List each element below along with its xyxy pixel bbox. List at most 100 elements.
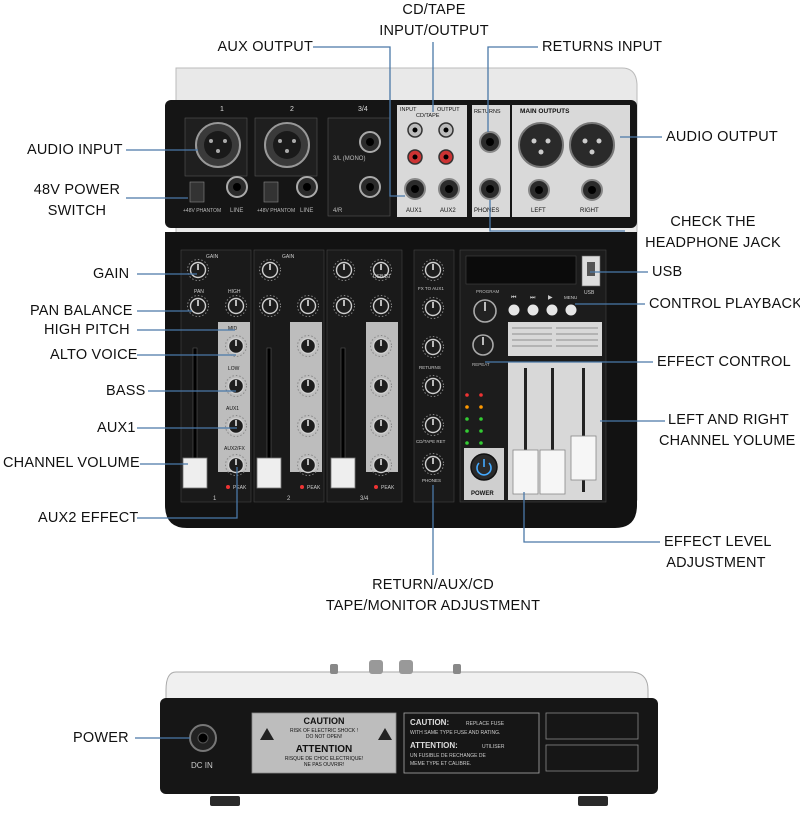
high-knob-2[interactable] bbox=[297, 295, 319, 317]
caution-sub1: RISK OF ELECTRIC SHOCK ! bbox=[290, 728, 358, 734]
aux1-label-1: AUX1 bbox=[226, 406, 239, 412]
low-label-1: LOW bbox=[228, 366, 240, 372]
high-knob-1[interactable] bbox=[225, 295, 247, 317]
label-power: POWER bbox=[73, 730, 129, 746]
usb-port-label: USB bbox=[584, 290, 595, 296]
effects-display bbox=[465, 255, 577, 285]
gain-knob-2[interactable] bbox=[259, 259, 281, 281]
aux2fx-label-1: AUX2/FX bbox=[224, 446, 246, 452]
attention2-title: ATTENTION: bbox=[410, 741, 458, 750]
pan-label-1: PAN bbox=[194, 289, 204, 295]
returns-section bbox=[472, 105, 510, 217]
mixer-top-view: 1 2 3/4 +48V PHANTOM +48V PHANTOM LINE L… bbox=[165, 67, 638, 528]
blank-label-1 bbox=[545, 712, 639, 740]
fx-to-aux1-knob[interactable] bbox=[422, 259, 444, 281]
usb-bt-knob[interactable] bbox=[370, 259, 392, 281]
label-cd-tape-2: INPUT/OUTPUT bbox=[379, 23, 489, 39]
svg-text:▶: ▶ bbox=[548, 295, 553, 301]
phantom-switch-1[interactable] bbox=[189, 181, 205, 203]
high-knob-34[interactable] bbox=[370, 295, 392, 317]
aux2fx-master-knob[interactable] bbox=[422, 297, 444, 319]
label-channel-volume: CHANNEL VOLUME bbox=[3, 455, 140, 471]
label-effect-control: EFFECT CONTROL bbox=[657, 354, 791, 370]
output-header: OUTPUT bbox=[437, 107, 460, 113]
label-cd-tape-1: CD/TAPE bbox=[402, 2, 466, 18]
label-high-pitch: HIGH PITCH bbox=[44, 322, 130, 338]
low-knob-2[interactable] bbox=[297, 375, 319, 397]
knob-group[interactable] bbox=[187, 259, 444, 476]
returns-knob[interactable] bbox=[422, 375, 444, 397]
aux1-knob-34[interactable] bbox=[370, 415, 392, 437]
low-knob-34[interactable] bbox=[370, 375, 392, 397]
caution2-title: CAUTION: bbox=[410, 718, 449, 727]
fader-effect-level bbox=[512, 449, 539, 495]
usb-bt-label: USB/BT bbox=[373, 274, 391, 280]
label-aux1: AUX1 bbox=[97, 420, 136, 436]
aux1-jack-label: AUX1 bbox=[406, 208, 422, 214]
xlr-out-right[interactable] bbox=[569, 122, 615, 168]
ch1-bottom-label: 1 bbox=[213, 496, 217, 502]
attention2-text2: UN FUSIBLE DE RECHANGE DE bbox=[410, 753, 487, 759]
right-label: RIGHT bbox=[580, 208, 599, 214]
label-alto-voice: ALTO VOICE bbox=[50, 347, 138, 363]
peak-1: PEAK bbox=[233, 485, 247, 491]
aux1-knob-1[interactable] bbox=[225, 415, 247, 437]
aux1-knob-2[interactable] bbox=[297, 415, 319, 437]
label-audio-output: AUDIO OUTPUT bbox=[666, 129, 778, 145]
playback-buttons[interactable]: ⏮ ⏭ ▶ bbox=[508, 295, 577, 316]
peak-34: PEAK bbox=[381, 485, 395, 491]
aux2fx-knob-2[interactable] bbox=[297, 454, 319, 476]
label-usb: USB bbox=[652, 264, 683, 280]
fader-right bbox=[570, 435, 597, 481]
cd-tape-ret-label: CD/TAPE RET bbox=[416, 439, 446, 444]
phantom-label-1: +48V PHANTOM bbox=[183, 208, 221, 214]
blank-label-2 bbox=[545, 744, 639, 772]
gain-knob-34[interactable] bbox=[333, 259, 355, 281]
mid-knob-1[interactable] bbox=[225, 335, 247, 357]
label-aux2-effect: AUX2 EFFECT bbox=[38, 510, 139, 526]
mid-knob-2[interactable] bbox=[297, 335, 319, 357]
label-check-2: HEADPHONE JACK bbox=[645, 235, 781, 251]
cd-tape-ret-knob[interactable] bbox=[422, 414, 444, 436]
label-return-2: TAPE/MONITOR ADJUSTMENT bbox=[325, 598, 541, 614]
ch2-number: 2 bbox=[290, 106, 294, 113]
attention-sub2: NE PAS OUVRIR! bbox=[304, 762, 344, 768]
low-knob-1[interactable] bbox=[225, 375, 247, 397]
mid-knob-34[interactable] bbox=[370, 335, 392, 357]
attention-sub1: RISQUE DE CHOC ELECTRIQUE! bbox=[285, 756, 363, 762]
phantom-switch-2[interactable] bbox=[263, 181, 279, 203]
input-header: INPUT bbox=[400, 107, 417, 113]
label-gain: GAIN bbox=[93, 266, 130, 282]
caution2-text2: WITH SAME TYPE FUSE AND RATING. bbox=[410, 730, 500, 736]
label-check-1: CHECK THE bbox=[670, 214, 756, 230]
line-label-2: LINE bbox=[300, 208, 313, 214]
phones-knob[interactable] bbox=[422, 453, 444, 475]
fader-knob-34 bbox=[330, 457, 356, 489]
pan-knob-2[interactable] bbox=[259, 295, 281, 317]
attention2-text3: MEME TYPE ET CALIBRE. bbox=[410, 761, 471, 767]
cd-tape-header: CD/TAPE bbox=[416, 113, 440, 119]
pan-knob-1[interactable] bbox=[187, 295, 209, 317]
aux2fx-knob-1[interactable] bbox=[225, 454, 247, 476]
pan-knob-34[interactable] bbox=[333, 295, 355, 317]
led-meter bbox=[465, 393, 483, 445]
fader-knob-1 bbox=[182, 457, 208, 489]
aux2-jack-label: AUX2 bbox=[440, 208, 456, 214]
label-48v-1: 48V POWER bbox=[33, 182, 121, 198]
xlr-out-left[interactable] bbox=[518, 122, 564, 168]
xlr-input-2[interactable] bbox=[254, 117, 318, 177]
main-faders[interactable] bbox=[512, 368, 597, 495]
ch1-number: 1 bbox=[220, 106, 224, 113]
aux2fx-knob-34[interactable] bbox=[370, 454, 392, 476]
phantom-label-2: +48V PHANTOM bbox=[257, 208, 295, 214]
rear-panel bbox=[160, 698, 658, 794]
caution-sub2: DO NOT OPEN! bbox=[306, 734, 342, 740]
aux1-master-knob[interactable] bbox=[422, 336, 444, 358]
channel-faders[interactable] bbox=[182, 347, 356, 489]
ch34-bottom-label: 3/4 bbox=[360, 496, 369, 502]
ch34-number: 3/4 bbox=[358, 106, 368, 113]
xlr-input-1[interactable] bbox=[184, 117, 248, 177]
menu-label: MENU bbox=[564, 295, 577, 300]
main-outputs-header: MAIN OUTPUTS bbox=[520, 108, 570, 115]
